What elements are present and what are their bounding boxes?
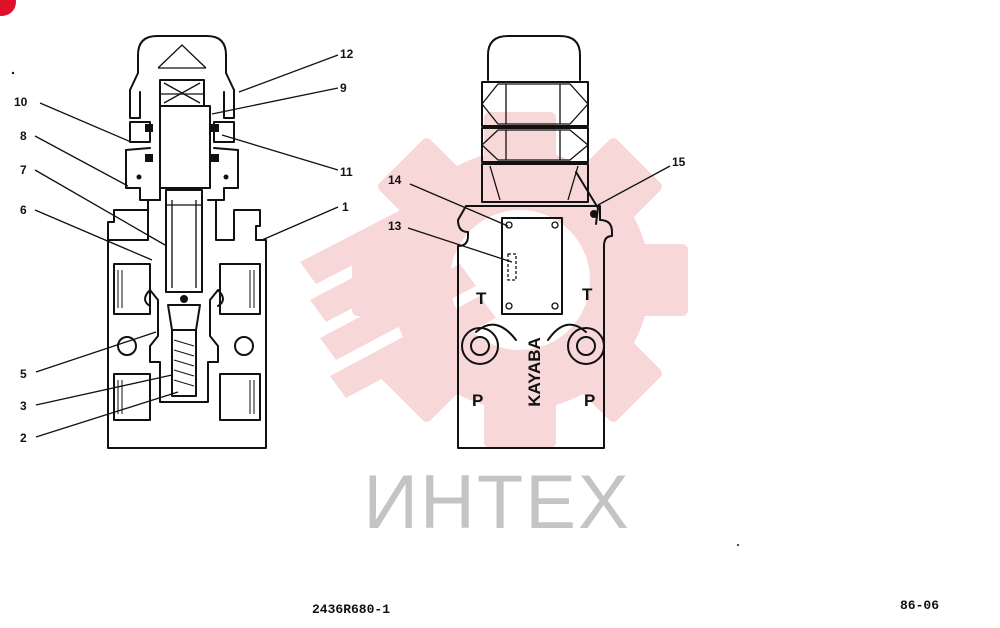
port-upper-left bbox=[113, 263, 151, 315]
callout-1: 1 bbox=[342, 200, 349, 214]
callout-13: 13 bbox=[388, 219, 402, 233]
port-mark-t-left: T bbox=[476, 289, 487, 308]
lock-nut-right bbox=[213, 121, 235, 143]
callout-7: 7 bbox=[20, 163, 27, 177]
port-boss-left bbox=[475, 323, 517, 341]
spool bbox=[149, 289, 219, 403]
lock-nut-left bbox=[129, 121, 151, 143]
callout-10: 10 bbox=[14, 95, 28, 109]
callout-6: 6 bbox=[20, 203, 27, 217]
port-mark-p-left: P bbox=[472, 391, 483, 410]
speck-dot bbox=[737, 544, 739, 546]
right-exterior-view: T T KAYABA P P bbox=[457, 35, 613, 449]
seal-wire bbox=[575, 171, 599, 225]
ext-hex-nut-1 bbox=[481, 81, 589, 127]
ext-cap bbox=[487, 35, 581, 81]
port-lower-left bbox=[113, 373, 151, 421]
speck-dot bbox=[11, 71, 15, 75]
bolt-hole-right bbox=[234, 336, 254, 356]
nameplate bbox=[501, 217, 563, 315]
top-nut bbox=[129, 89, 235, 119]
ext-body bbox=[457, 205, 613, 449]
plug bbox=[125, 149, 239, 201]
left-callouts: 12 9 10 8 11 7 6 1 5 3 2 bbox=[14, 47, 354, 445]
callout-11: 11 bbox=[340, 165, 353, 179]
cap-point bbox=[157, 44, 207, 69]
part-number: 2436R680-1 bbox=[312, 602, 390, 617]
callout-3: 3 bbox=[20, 399, 27, 413]
corner-mark bbox=[0, 0, 16, 16]
callout-5: 5 bbox=[20, 367, 27, 381]
left-section-view bbox=[107, 35, 267, 449]
port-mark-t-right: T bbox=[582, 285, 593, 304]
spring-seat bbox=[171, 329, 197, 397]
ext-plug bbox=[481, 163, 589, 203]
callout-12: 12 bbox=[340, 47, 354, 61]
port-boss-right bbox=[547, 323, 587, 341]
main-body bbox=[107, 199, 267, 449]
manufacturer-stamp: KAYABA bbox=[525, 337, 544, 407]
callout-15: 15 bbox=[672, 155, 686, 169]
nameplate-mark bbox=[507, 253, 517, 281]
callout-8: 8 bbox=[20, 129, 27, 143]
watermark-text: ИНТЕХ bbox=[363, 460, 630, 545]
bolt-hole-left bbox=[117, 336, 137, 356]
right-callouts: 15 14 13 bbox=[388, 155, 686, 263]
callout-2: 2 bbox=[20, 431, 27, 445]
rod-body bbox=[159, 105, 211, 189]
ext-hex-nut-2 bbox=[481, 127, 589, 163]
port-lower-right bbox=[219, 373, 261, 421]
page-number: 86-06 bbox=[900, 598, 939, 613]
callout-14: 14 bbox=[388, 173, 402, 187]
port-mark-p-right: P bbox=[584, 391, 595, 410]
callout-9: 9 bbox=[340, 81, 347, 95]
piston bbox=[165, 189, 203, 293]
cap-outline bbox=[137, 35, 227, 74]
port-upper-right bbox=[219, 263, 261, 315]
